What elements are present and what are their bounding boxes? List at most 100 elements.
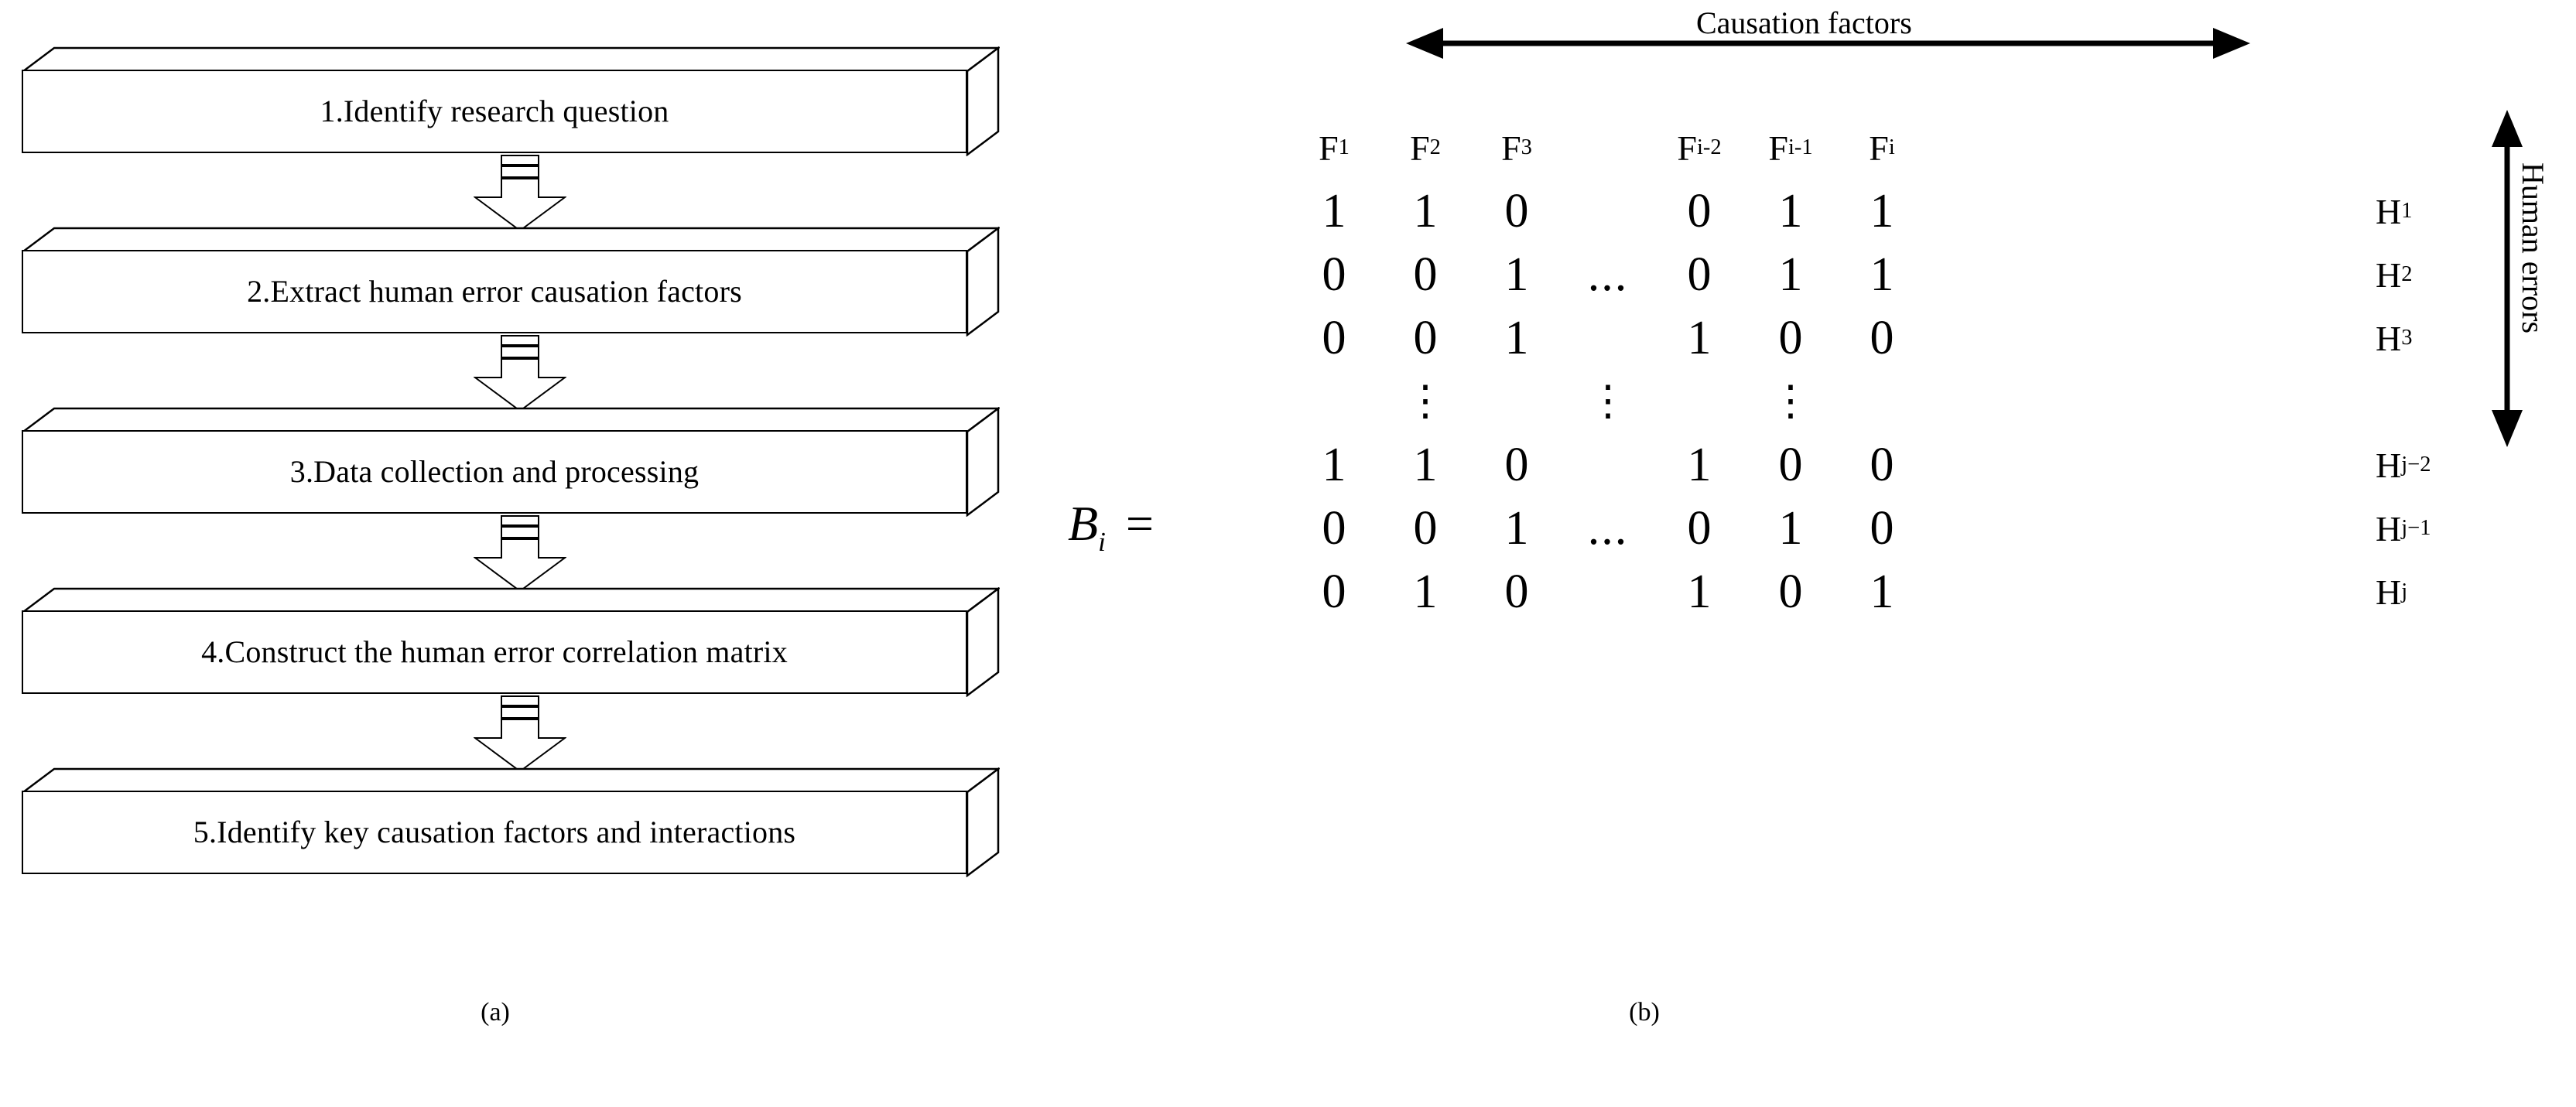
flow-step-3[interactable]: 3.Data collection and processing [22,407,1000,517]
flow-step-label: 4.Construct the human error correlation … [201,634,788,669]
box-front-face: 2.Extract human error causation factors [22,250,967,333]
matrix-column-ellipsis: ⋮ [1770,378,1811,425]
matrix-cell [1654,370,1745,433]
box-top-face [22,407,1000,433]
matrix-cell: 0 [1413,501,1438,555]
box-front-face: 3.Data collection and processing [22,430,967,514]
matrix-cell: 1 [1322,184,1346,237]
box-front-face: 4.Construct the human error correlation … [22,610,967,694]
box-top-face [22,46,1000,73]
matrix-cell: 0 [1322,248,1346,301]
matrix-cell: 0 [1778,311,1803,364]
equals-sign: = [1125,496,1154,551]
flow-step-2[interactable]: 2.Extract human error causation factors [22,227,1000,337]
matrix-row-label-list: H H1 H2 H3 H Hj−2 Hj−1 Hj [2376,116,2431,624]
matrix-cell: 0 [1870,501,1894,555]
striped-down-block-arrow-icon [474,695,566,773]
matrix-cell [1836,370,1928,433]
matrix-cell: 0 [1504,438,1529,491]
box-top-face [22,767,1000,794]
matrix-cell [1562,306,1654,370]
matrix-cell: 0 [1413,311,1438,364]
double-headed-vertical-arrow-icon [2492,108,2523,453]
flow-step-5[interactable]: 5.Identify key causation factors and int… [22,767,1000,877]
matrix-cell [1288,370,1380,433]
box-side-face [966,767,1000,877]
double-headed-horizontal-arrow-icon [1404,28,2252,63]
matrix-cell: 1 [1413,438,1438,491]
flow-step-label: 3.Data collection and processing [289,454,700,489]
matrix-cell: 0 [1687,248,1712,301]
box-front-face: 1.Identify research question [22,70,967,153]
matrix-cell: 0 [1504,184,1529,237]
matrix-row-ellipsis: ... [1587,501,1629,555]
box-side-face [966,587,1000,697]
matrix-cell: 1 [1504,248,1529,301]
matrix-cell: 0 [1778,565,1803,618]
matrix-cell: 0 [1778,438,1803,491]
matrix-equation-label: Bi = [1068,495,1300,558]
matrix-cell: 1 [1778,184,1803,237]
flow-step-1[interactable]: 1.Identify research question [22,46,1000,156]
matrix-cell: 0 [1322,565,1346,618]
matrix-cell: 0 [1322,501,1346,555]
matrix-cell: 1 [1413,565,1438,618]
box-top-face [22,587,1000,613]
box-side-face [966,407,1000,517]
striped-down-block-arrow-icon [474,515,566,593]
box-side-face [966,227,1000,337]
matrix-cell: 0 [1687,501,1712,555]
right-axis-title: Human errors [2516,162,2550,334]
matrix-cell [1471,370,1562,433]
matrix-symbol-subscript: i [1098,526,1106,557]
matrix-cell: 1 [1687,565,1712,618]
matrix-cell: 1 [1504,311,1529,364]
matrix-cell: 0 [1687,184,1712,237]
matrix-cell: 0 [1504,565,1529,618]
matrix-column-ellipsis: ⋮ [1404,378,1446,425]
matrix-cell: 0 [1870,311,1894,364]
flowchart-panel: 1.Identify research question 2.Extract h… [0,0,1122,1107]
matrix-cell: 1 [1870,565,1894,618]
column-header-gap [1562,116,1654,179]
matrix-cell: 0 [1870,438,1894,491]
striped-down-block-arrow-icon [474,335,566,412]
flow-step-label: 1.Identify research question [320,94,669,128]
flow-step-label: 5.Identify key causation factors and int… [193,815,796,849]
matrix-cell: 0 [1413,248,1438,301]
box-side-face [966,46,1000,156]
matrix-cell: 1 [1687,311,1712,364]
matrix-cell: 1 [1870,184,1894,237]
matrix-cell: 0 [1322,311,1346,364]
box-front-face: 5.Identify key causation factors and int… [22,791,967,874]
matrix-symbol: B [1068,496,1099,551]
panel-a-caption: (a) [481,998,510,1027]
matrix-cell: 1 [1413,184,1438,237]
box-top-face [22,227,1000,253]
striped-down-block-arrow-icon [474,155,566,232]
matrix-cell: 1 [1778,248,1803,301]
matrix-cell [1562,560,1654,624]
matrix-cell: 1 [1778,501,1803,555]
matrix-cell [1562,179,1654,243]
flow-step-label: 2.Extract human error causation factors [247,274,742,309]
matrix-column-ellipsis: ⋮ [1587,378,1629,425]
matrix-cell: 1 [1322,438,1346,491]
flow-step-4[interactable]: 4.Construct the human error correlation … [22,587,1000,697]
matrix-cell [1562,433,1654,497]
matrix-cell: 1 [1870,248,1894,301]
top-axis-title: Causation factors [1696,5,1912,40]
panel-b-caption: (b) [1629,998,1660,1027]
